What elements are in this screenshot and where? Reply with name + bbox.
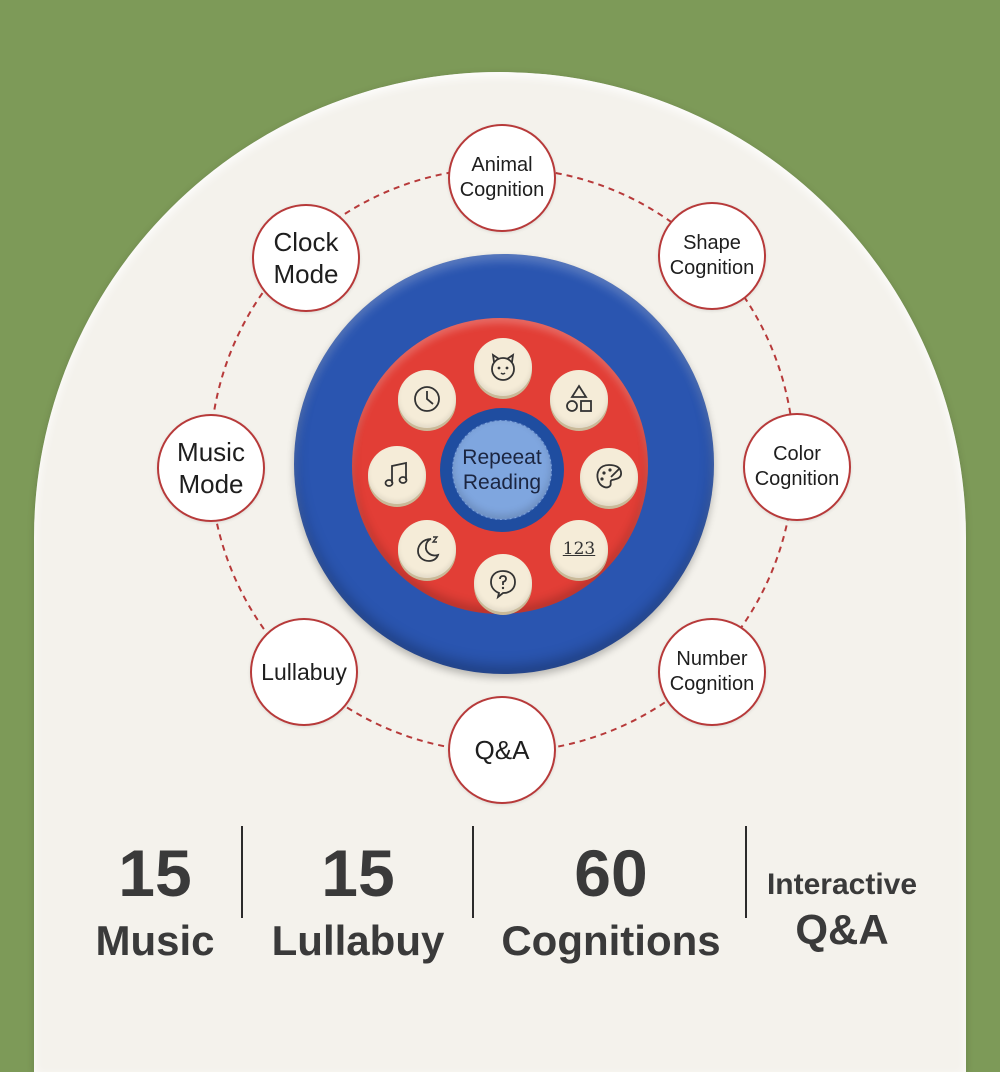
clock-key[interactable] <box>398 370 456 428</box>
palette-icon <box>596 464 623 489</box>
repeat-reading-button[interactable]: Repeeat Reading <box>452 420 552 520</box>
stat-cognitions-number: 60 <box>574 836 648 910</box>
stat-divider <box>745 826 747 918</box>
lullabuy-key[interactable] <box>398 520 456 578</box>
question-bubble-icon <box>490 570 516 600</box>
number-cognition-bubble: Number Cognition <box>658 618 766 726</box>
feature-stats: 15 Music 15 Lullabuy 60 Cognitions Inter… <box>0 820 1000 1000</box>
stat-music: 15 Music <box>80 840 230 964</box>
color-key[interactable] <box>580 448 638 506</box>
animal-key[interactable] <box>474 338 532 396</box>
music-mode-bubble: Music Mode <box>157 414 265 522</box>
lullabuy-bubble: Lullabuy <box>250 618 358 726</box>
lullabuy-label: Lullabuy <box>261 658 347 685</box>
stat-cognitions-label: Cognitions <box>501 917 721 964</box>
moon-icon <box>417 536 440 562</box>
stat-cognitions: 60 Cognitions <box>486 840 736 964</box>
stat-interactive-qa: Interactive Q&A <box>752 840 932 953</box>
stat-divider <box>472 826 474 918</box>
stat-lullabuy-number: 15 <box>321 836 395 910</box>
number-key-label: 123 <box>562 539 596 559</box>
shape-cognition-label: Shape Cognition <box>669 232 755 279</box>
stat-divider <box>241 826 243 918</box>
number-key[interactable]: 123 <box>550 520 608 578</box>
animal-cognition-label: Animal Cognition <box>459 154 545 201</box>
color-cognition-bubble: Color Cognition <box>743 413 851 521</box>
stat-lullabuy: 15 Lullabuy <box>258 840 458 964</box>
stat-lullabuy-label: Lullabuy <box>271 917 445 964</box>
music-note-icon <box>384 461 408 487</box>
clock-icon <box>414 386 440 412</box>
animal-cognition-bubble: Animal Cognition <box>448 124 556 232</box>
music-key[interactable] <box>368 446 426 504</box>
color-cognition-label: Color Cognition <box>754 443 840 490</box>
stat-interactive-label: Interactive <box>766 868 918 901</box>
shape-key[interactable] <box>550 370 608 428</box>
clock-mode-bubble: Clock Mode <box>252 204 360 312</box>
shape-cognition-bubble: Shape Cognition <box>658 202 766 310</box>
number-cognition-label: Number Cognition <box>669 648 755 695</box>
repeat-reading-label: Repeeat Reading <box>462 445 542 494</box>
shapes-icon <box>566 384 592 412</box>
bear-icon <box>491 353 515 381</box>
qa-label: Q&A <box>474 734 530 765</box>
qa-key[interactable] <box>474 554 532 612</box>
clock-mode-label: Clock Mode <box>273 226 339 290</box>
stat-qa-label: Q&A <box>795 906 889 953</box>
stat-music-label: Music <box>95 917 215 964</box>
music-mode-label: Music Mode <box>177 436 245 500</box>
stat-music-number: 15 <box>118 836 192 910</box>
qa-bubble: Q&A <box>448 696 556 804</box>
